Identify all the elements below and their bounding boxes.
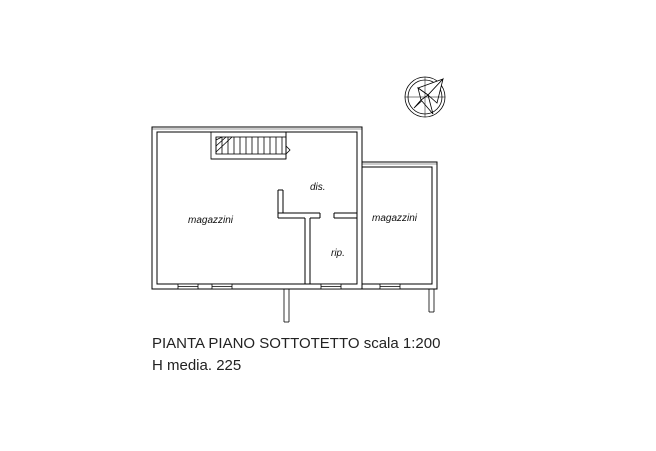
room-label-hallway: dis. [310, 182, 326, 193]
room-label-storage-left: magazzini [188, 215, 234, 226]
support-posts [283, 289, 435, 323]
interior-walls [277, 189, 358, 284]
windows [177, 283, 401, 290]
room-label-storage-right: magazzini [372, 213, 418, 224]
outer-walls [151, 126, 438, 290]
staircase [210, 131, 291, 160]
north-arrow-icon [404, 76, 446, 118]
plan-title: PIANTA PIANO SOTTOTETTO scala 1:200 [152, 335, 440, 352]
roof-edge-strip [152, 128, 437, 165]
room-label-closet: rip. [331, 248, 345, 259]
plan-subtitle: H media. 225 [152, 357, 241, 374]
